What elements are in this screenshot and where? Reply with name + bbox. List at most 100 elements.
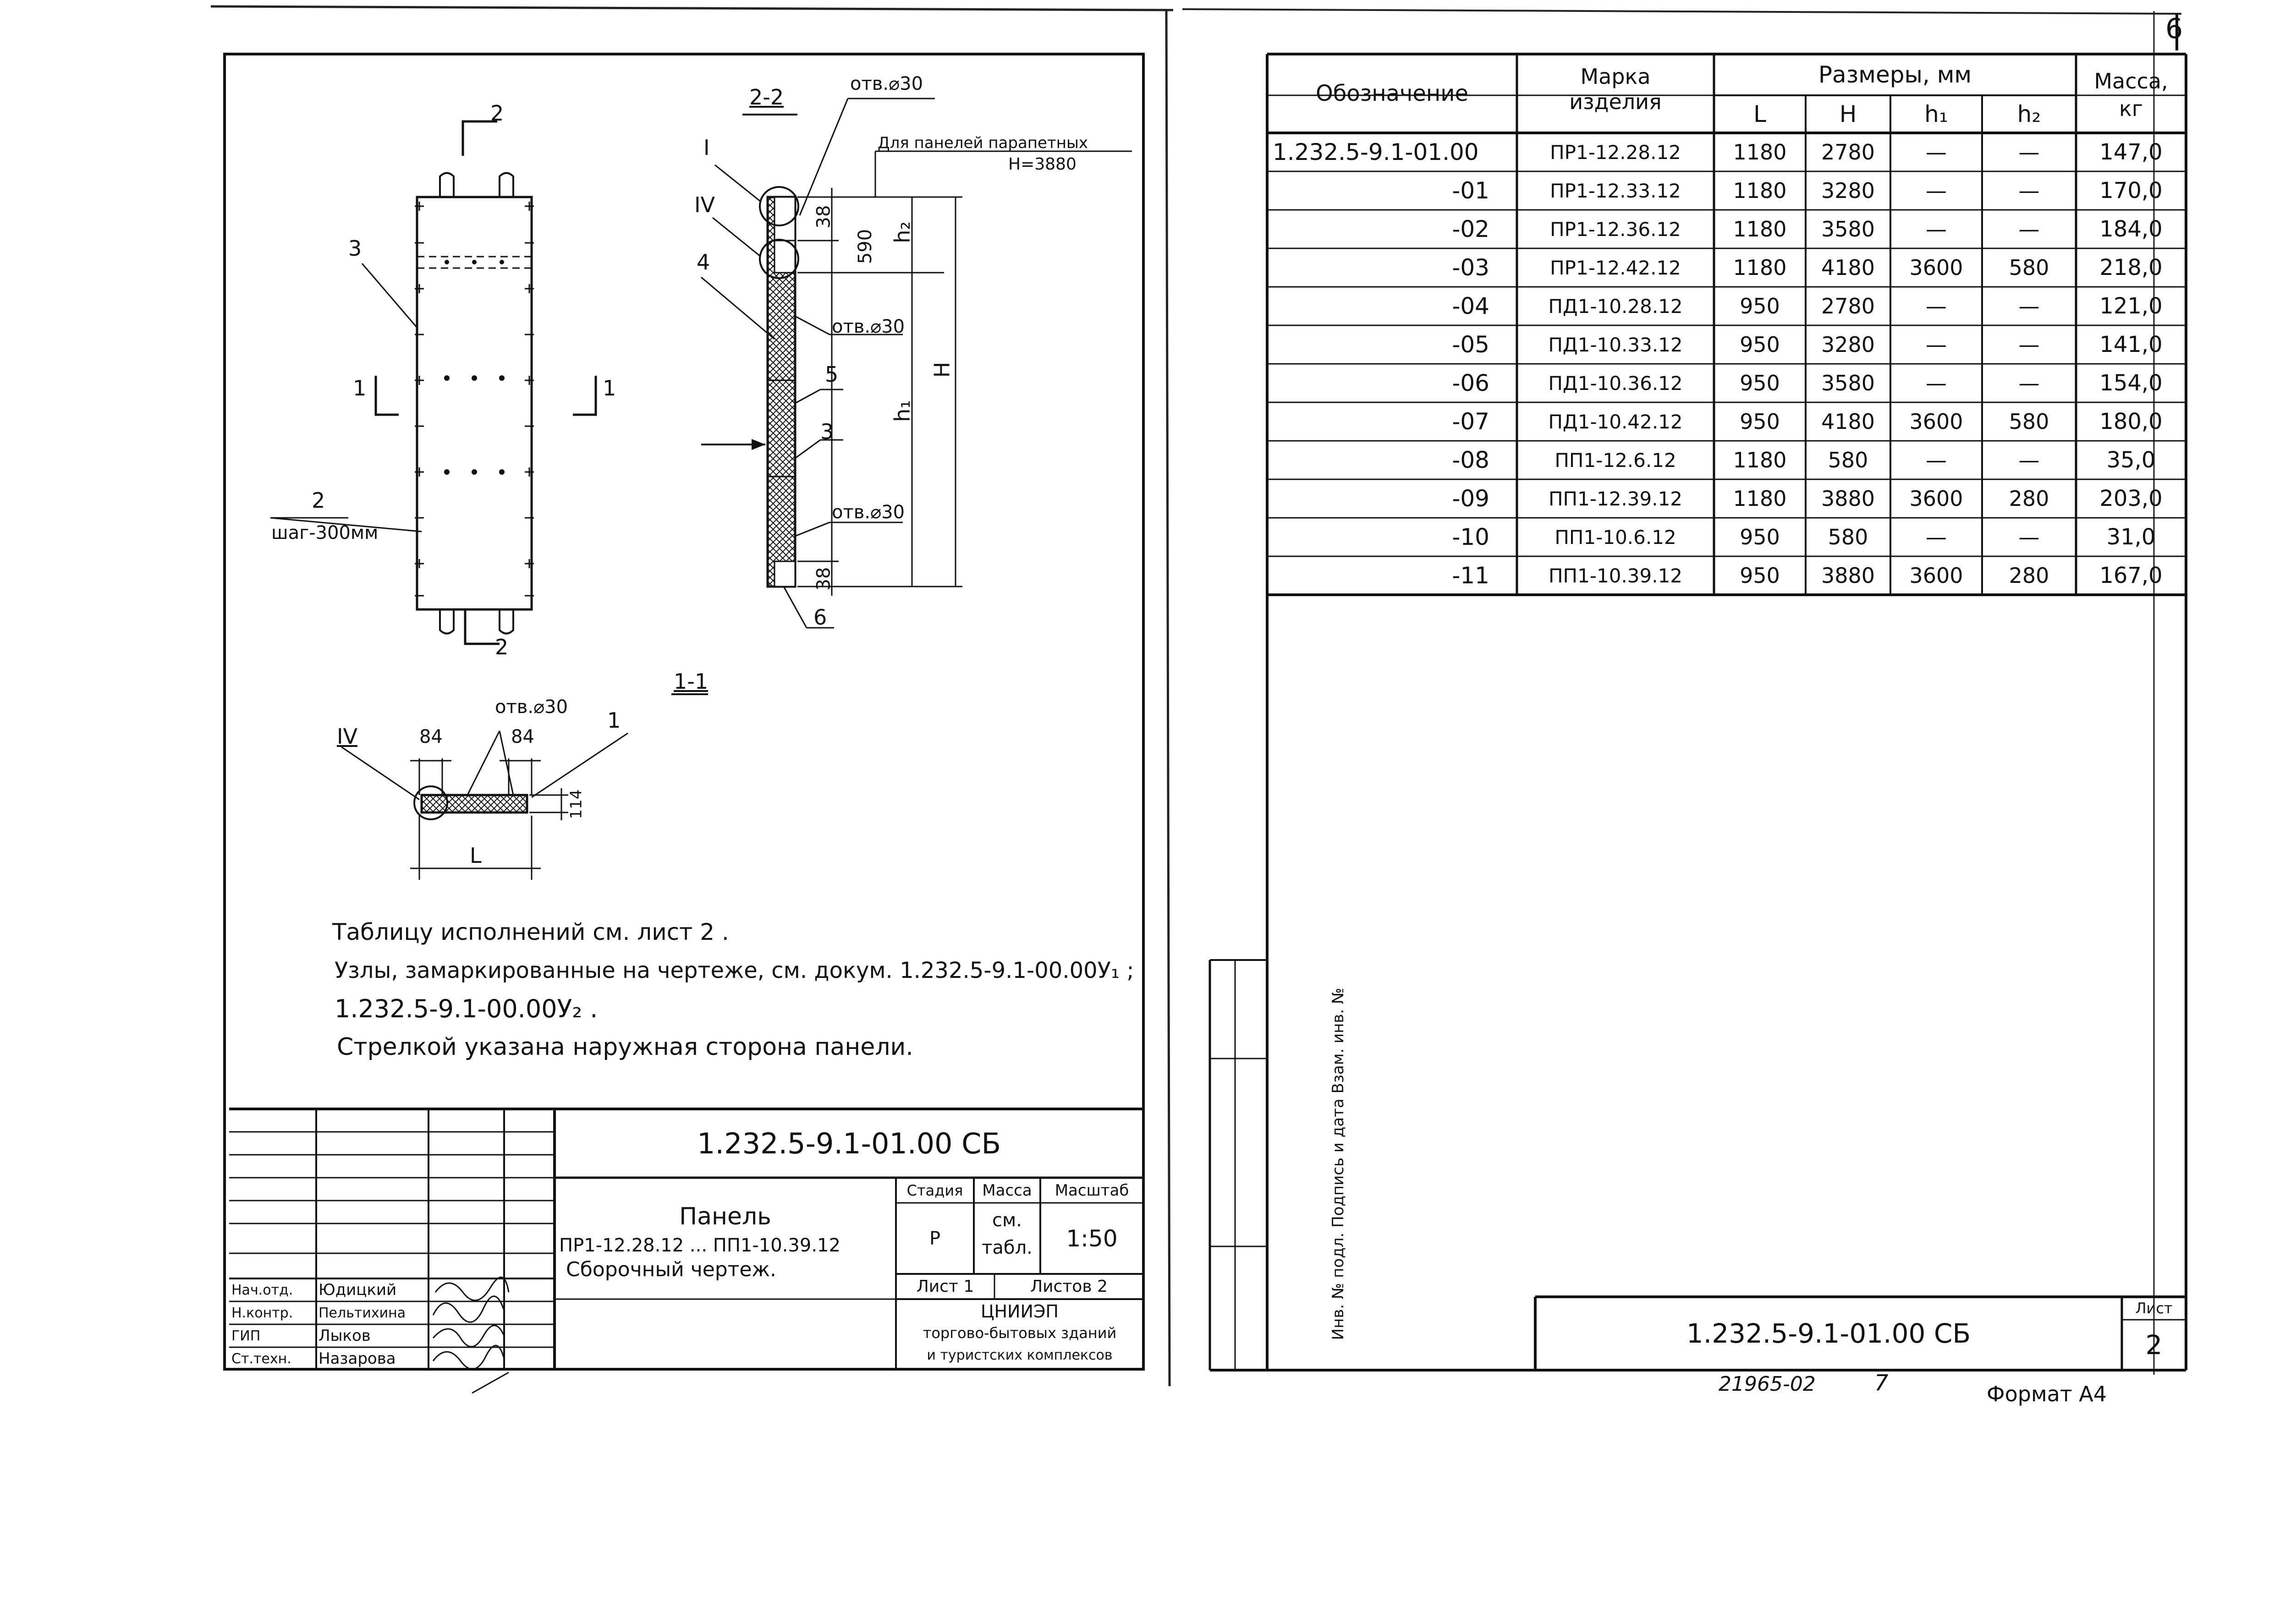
left-title-block-lines (229, 1108, 1143, 1370)
table-cell-L: 1180 (1733, 486, 1787, 511)
table-cell-h1: — (1926, 332, 1947, 357)
table-cell-h2: — (2018, 371, 2040, 395)
parapet-note-1: Для панелей парапетных (878, 134, 1088, 152)
sheet-label: Лист 1 (916, 1277, 974, 1296)
pos-3-section-label: 3 (820, 419, 834, 444)
table-cell-H: 3580 (1821, 371, 1875, 395)
table-cell-L: 1180 (1733, 140, 1787, 165)
table-cell-h1: — (1926, 140, 1947, 165)
node-I-label: I (703, 135, 710, 160)
page-number: 6 (2165, 13, 2183, 45)
stage-header: Стадия (906, 1181, 963, 1199)
table-cell-designation: -02 (1452, 216, 1489, 242)
table-cell-H: 2780 (1821, 140, 1875, 165)
section-2-2-view (701, 98, 1132, 629)
table-cell-mark: ПР1-12.33.12 (1550, 179, 1681, 202)
table-cell-H: 580 (1828, 448, 1868, 472)
table-cell-h2: 280 (2009, 563, 2049, 588)
table-cell-h1: — (1926, 371, 1947, 395)
table-cell-mark: ПП1-10.6.12 (1554, 526, 1676, 549)
dim-114: 114 (567, 789, 586, 819)
table-cell-mark: ПД1-10.33.12 (1548, 333, 1683, 356)
table-cell-L: 950 (1740, 294, 1780, 318)
table-cell-mass: 167,0 (2099, 563, 2163, 588)
org-line-3: и туристских комплексов (927, 1347, 1113, 1363)
signer-role-4: Ст.техн. (231, 1350, 291, 1367)
table-cell-mass: 218,0 (2099, 255, 2163, 280)
table-cell-designation: -03 (1452, 254, 1489, 281)
table-cell-designation: -04 (1452, 293, 1489, 319)
title-subtitle-1: ПР1-12.28.12 ... ПП1-10.39.12 (559, 1235, 840, 1256)
table-cell-H: 2780 (1821, 294, 1875, 318)
archive-sheet: 7 (1874, 1370, 1889, 1396)
stage-value: Р (929, 1228, 941, 1249)
callout-hole-top: отв.⌀30 (850, 73, 923, 94)
table-cell-h2: — (2018, 178, 2040, 203)
parapet-note-2: H=3880 (1008, 155, 1077, 174)
dim-38-bottom: 38 (813, 567, 835, 591)
header-h2: h₂ (2017, 101, 2041, 127)
table-cell-h2: 280 (2009, 486, 2049, 511)
table-cell-L: 950 (1740, 371, 1780, 395)
table-cell-designation: -11 (1452, 562, 1489, 589)
dim-84-left: 84 (419, 726, 443, 747)
signatures (432, 1277, 510, 1394)
signer-role-3: ГИП (231, 1328, 261, 1344)
table-cell-L: 950 (1740, 409, 1780, 434)
table-cell-h1: 3600 (1909, 255, 1963, 280)
callout-hole-bottom: отв.⌀30 (832, 502, 905, 523)
table-cell-mark: ПП1-12.39.12 (1548, 487, 1683, 510)
note-1: Таблицу исполнений см. лист 2 . (332, 919, 729, 945)
table-cell-mass: 180,0 (2099, 409, 2163, 434)
table-cell-H: 3280 (1821, 178, 1875, 203)
table-cell-mark: ПР1-12.42.12 (1550, 256, 1681, 279)
table-cell-designation: -08 (1452, 447, 1489, 473)
mass-header: Масса (982, 1181, 1032, 1200)
node-IV-label-2-2: IV (694, 192, 715, 217)
table-cell-h1: — (1926, 525, 1947, 549)
note-3: 1.232.5-9.1-00.00У₂ . (335, 994, 598, 1023)
pos-3-label: 3 (348, 236, 362, 261)
scan-edge-top (210, 5, 1174, 11)
header-L: L (1753, 101, 1766, 127)
sheet-header-right: Лист (2135, 1300, 2173, 1317)
table-cell-mass: 31,0 (2106, 524, 2156, 550)
table-cell-h1: — (1926, 178, 1947, 203)
signer-name-4: Назарова (319, 1350, 396, 1368)
header-h1: h₁ (1924, 101, 1948, 127)
right-sheet-frame (1208, 14, 2187, 1372)
dim-L: L (470, 843, 482, 868)
left-sheet-frame (223, 53, 1145, 1371)
cut-1-right-label: 1 (603, 376, 616, 401)
table-cell-mark: ПП1-12.6.12 (1554, 449, 1676, 472)
table-cell-h1: — (1926, 217, 1947, 241)
table-cell-mark: ПД1-10.42.12 (1548, 410, 1683, 433)
header-mark-2: изделия (1569, 89, 1662, 114)
signer-role-2: Н.контр. (231, 1305, 293, 1321)
step-label: шаг-300мм (271, 522, 379, 543)
section-2-2-title: 2-2 (749, 85, 784, 110)
signer-role-1: Нач.отд. (231, 1282, 293, 1298)
org-line-2: торгово-бытовых зданий (923, 1324, 1117, 1342)
node-IV-label: IV (337, 724, 358, 749)
title-panel: Панель (679, 1203, 771, 1230)
table-cell-designation: -01 (1452, 177, 1489, 204)
table-cell-H: 3580 (1821, 217, 1875, 241)
scale-header: Масштаб (1055, 1181, 1129, 1200)
pos-5-label: 5 (825, 362, 839, 387)
table-cell-h2: — (2018, 525, 2040, 549)
table-cell-mass: 184,0 (2099, 216, 2163, 242)
cut-2-bottom-label: 2 (495, 635, 509, 659)
scale-value: 1:50 (1066, 1225, 1118, 1252)
dim-84-right: 84 (511, 726, 534, 747)
dim-h1: h₁ (890, 400, 915, 422)
spec-table-grid (1267, 54, 2186, 596)
table-cell-L: 950 (1740, 563, 1780, 588)
table-cell-H: 4180 (1821, 255, 1875, 280)
note-2: Узлы, замаркированные на чертеже, см. до… (335, 958, 1134, 983)
table-cell-mark: ПД1-10.36.12 (1548, 372, 1683, 395)
table-cell-h2: 580 (2009, 255, 2049, 280)
dim-590: 590 (855, 229, 876, 264)
table-cell-h1: — (1926, 294, 1947, 318)
table-cell-mass: 154,0 (2099, 370, 2163, 396)
